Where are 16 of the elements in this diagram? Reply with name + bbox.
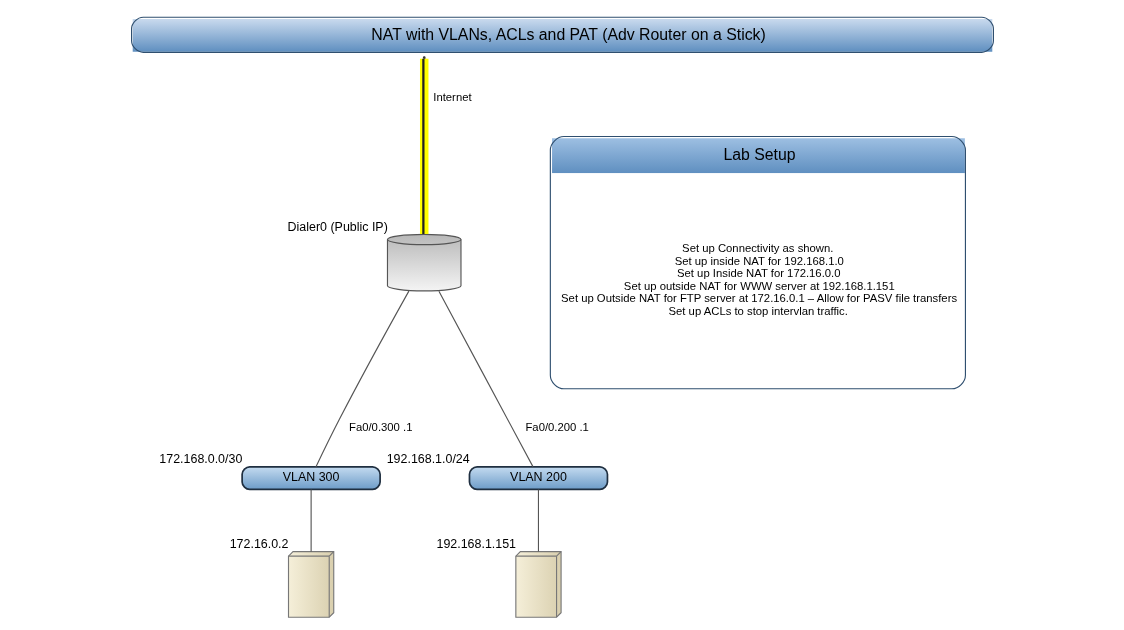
diagram-title: NAT with VLANs, ACLs and PAT (Adv Router on a Stick) xyxy=(370,25,766,43)
node-label: Dialer0 (Public IP) xyxy=(287,219,388,234)
edge-label: Fa0/0.200 .1 xyxy=(524,421,589,434)
edge-label: Fa0/0.300 .1 xyxy=(348,421,412,434)
node-label: 192.168.1.0/24 xyxy=(386,452,470,467)
connector xyxy=(314,290,409,468)
node-label: 172.168.0.0/30 xyxy=(158,452,242,467)
connector xyxy=(537,489,539,552)
connector xyxy=(419,58,428,235)
node-label: 192.168.1.151 xyxy=(435,537,516,552)
node-box: VLAN 200 xyxy=(468,465,608,491)
node-label: 172.16.0.2 xyxy=(229,537,288,552)
connector xyxy=(437,290,533,468)
node-box: VLAN 300 xyxy=(240,465,381,491)
connector xyxy=(310,489,312,552)
edge-label: Internet xyxy=(432,90,472,103)
